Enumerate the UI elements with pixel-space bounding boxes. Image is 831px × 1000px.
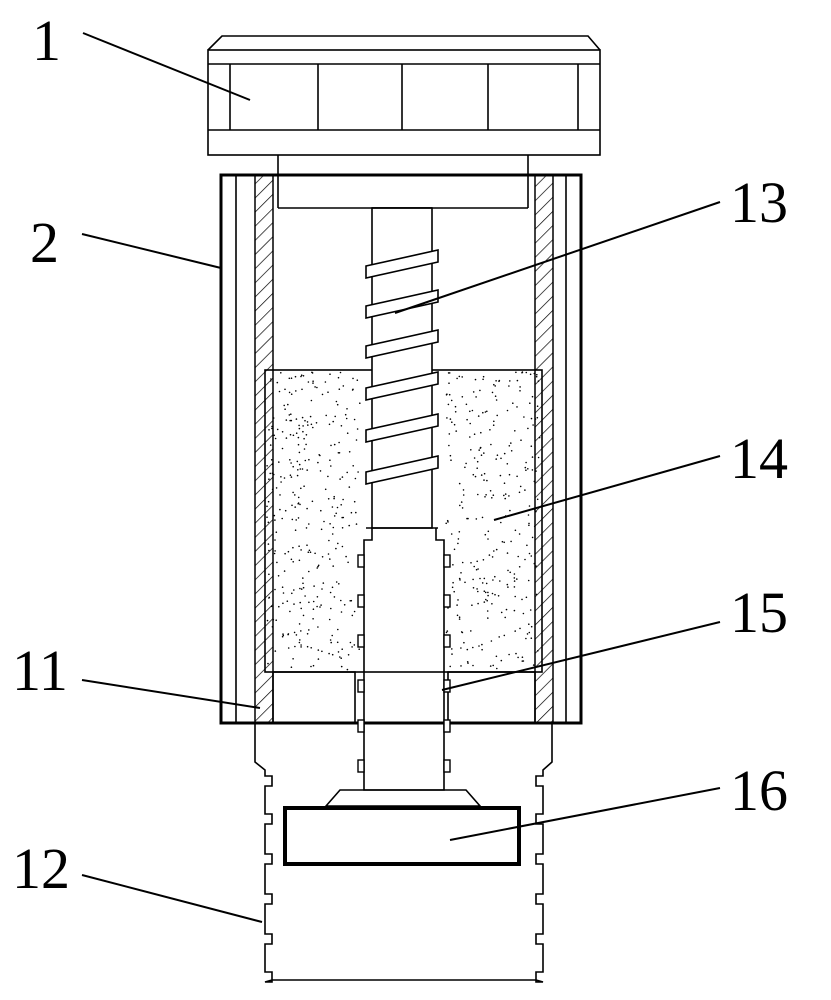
label-15: 15 (730, 580, 788, 645)
label-11: 11 (12, 638, 68, 703)
lower-sleeve (272, 671, 536, 724)
filter-speckles (266, 371, 541, 671)
valve-plate (283, 806, 521, 866)
lower-shaft (324, 528, 482, 807)
screw-threads (365, 207, 439, 529)
label-2: 2 (30, 210, 59, 275)
leader-lines (81, 32, 721, 923)
label-1: 1 (32, 8, 61, 73)
label-14: 14 (730, 426, 788, 491)
knob-cap (207, 35, 601, 156)
screw-rod (365, 207, 439, 529)
label-13: 13 (730, 170, 788, 235)
label-12: 12 (12, 836, 70, 901)
lower-body (254, 723, 553, 983)
part-labels: 1 2 11 12 13 14 15 16 (12, 8, 788, 901)
knob-neck (273, 155, 535, 209)
outer-housing (219, 173, 583, 725)
shaft-notches (357, 554, 451, 773)
label-16: 16 (730, 758, 788, 823)
